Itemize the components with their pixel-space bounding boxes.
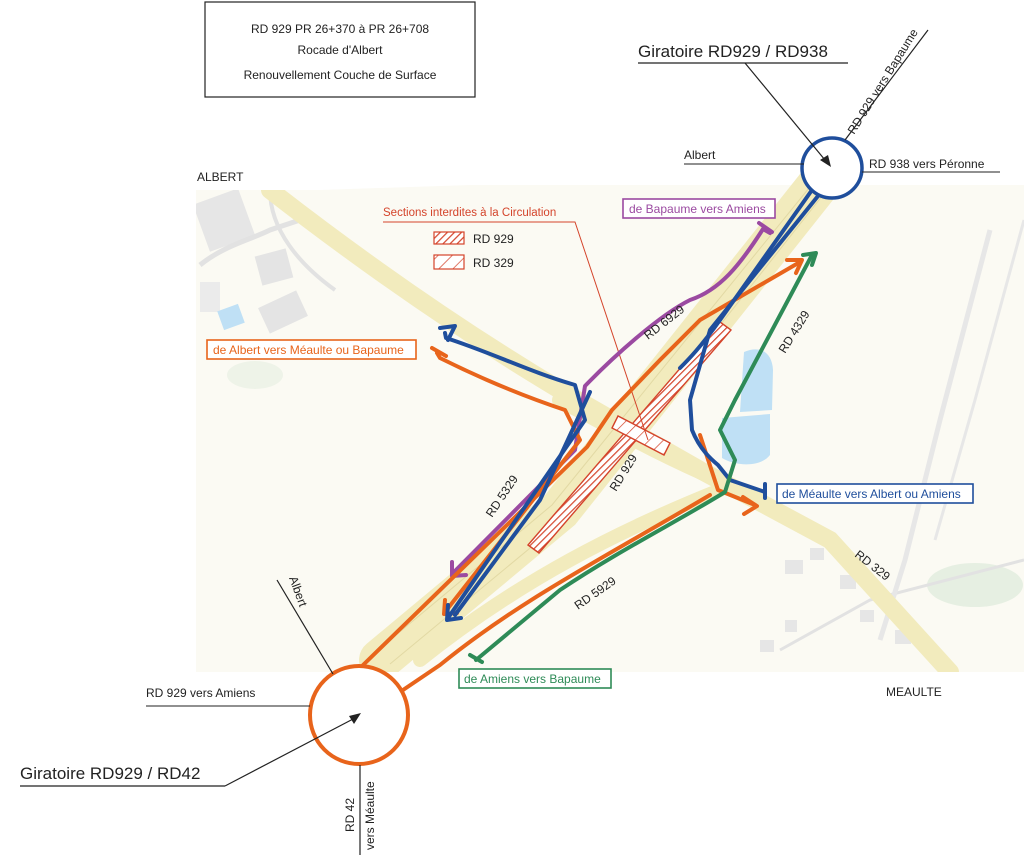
route-label-amiens-bapaume: de Amiens vers Bapaume (458, 668, 612, 689)
route-meaulte-albert (438, 188, 820, 622)
north-bapaume-label: RD 929 vers Bapaume (845, 26, 921, 137)
route-amiens-bapaume (468, 251, 818, 664)
south-rd42-label: RD 42 (343, 798, 357, 832)
header-line-1: RD 929 PR 26+370 à PR 26+708 (251, 22, 429, 36)
svg-text:de Bapaume vers Amiens: de Bapaume vers Amiens (629, 202, 766, 216)
place-albert: ALBERT (197, 170, 244, 184)
svg-text:de Amiens vers Bapaume: de Amiens vers Bapaume (464, 672, 601, 686)
header-line-3: Renouvellement Couche de Surface (244, 68, 437, 82)
route-label-albert-meaulte: de Albert vers Méaulte ou Bapaume (206, 339, 417, 360)
south-annotations: Giratoire RD929 / RD42 RD 929 vers Amien… (20, 574, 377, 855)
legend-title: Sections interdites à la Circulation (383, 207, 556, 219)
svg-text:de Méaulte vers Albert ou Amie: de Méaulte vers Albert ou Amiens (782, 487, 961, 501)
north-roundabout-title: Giratoire RD929 / RD938 (638, 42, 828, 61)
south-amiens-label: RD 929 vers Amiens (146, 686, 255, 700)
header-line-2: Rocade d'Albert (297, 43, 383, 57)
place-meaulte: MEAULTE (886, 685, 942, 699)
svg-text:de Albert vers Méaulte ou Bapa: de Albert vers Méaulte ou Bapaume (213, 343, 404, 357)
legend-swatch-rd929 (433, 231, 465, 245)
south-meaulte-label: vers Méaulte (363, 781, 377, 850)
route-label-bapaume-amiens: de Bapaume vers Amiens (622, 198, 776, 219)
north-albert-label: Albert (684, 148, 716, 162)
header-box: RD 929 PR 26+370 à PR 26+708 Rocade d'Al… (204, 1, 476, 98)
base-map (196, 149, 1024, 672)
south-roundabout-title: Giratoire RD929 / RD42 (20, 764, 200, 783)
north-peronne-label: RD 938 vers Péronne (869, 157, 985, 171)
legend-label-rd329: RD 329 (473, 256, 514, 270)
roundabout-north (800, 136, 864, 200)
legend-label-rd929: RD 929 (473, 232, 514, 246)
closed-section-rd329 (611, 415, 671, 456)
legend-swatch-rd329 (433, 254, 465, 270)
legend: Sections interdites à la Circulation RD … (383, 207, 649, 441)
route-label-meaulte-albert: de Méaulte vers Albert ou Amiens (776, 483, 974, 504)
